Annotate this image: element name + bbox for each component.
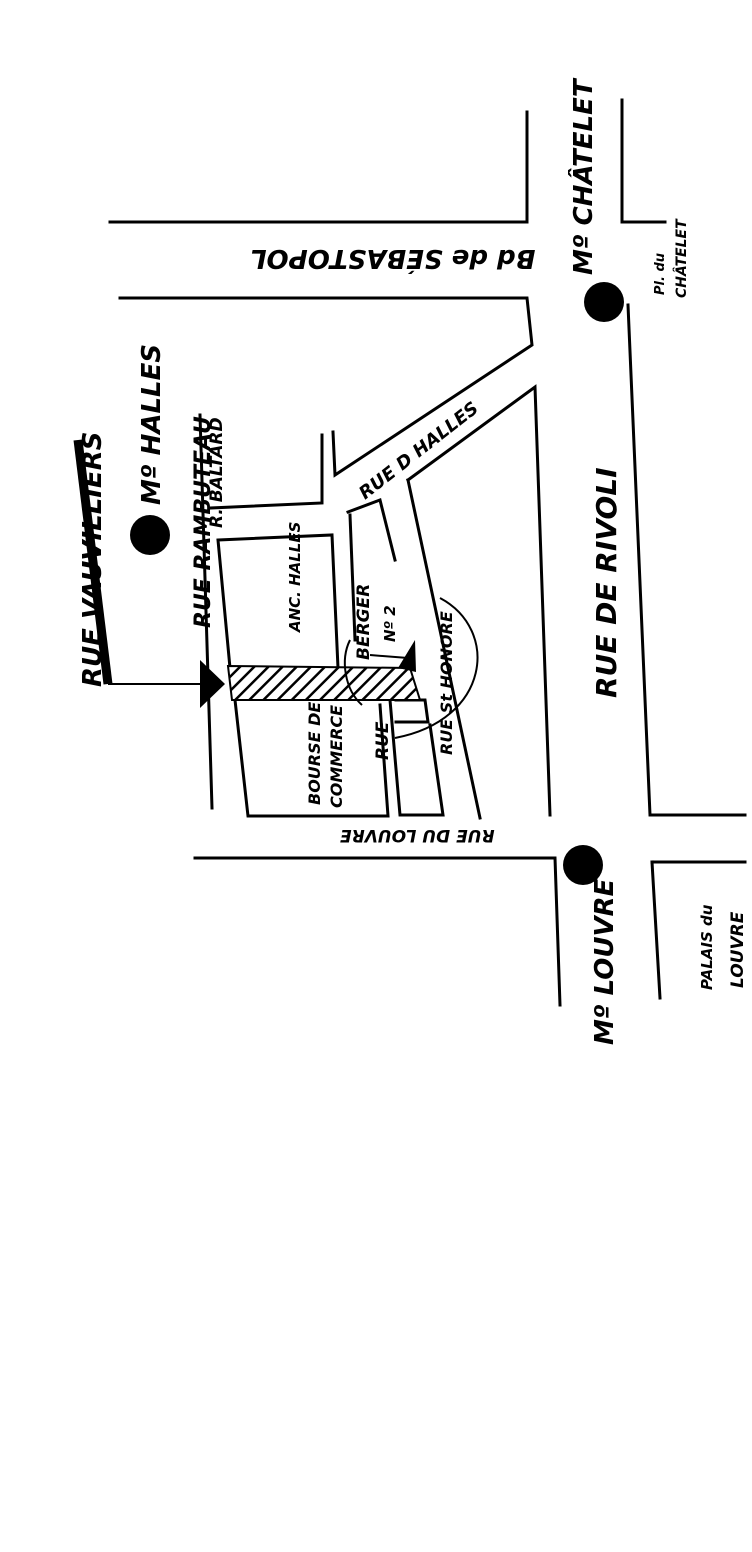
label-berger: BERGER — [354, 584, 374, 660]
label-rue-rambuteau: RUE RAMBUTEAU — [191, 416, 216, 628]
label-no2: Nº 2 — [381, 605, 399, 642]
metro-chatelet-icon — [584, 282, 624, 322]
label-rue-du-louvre: RUE DU LOUVRE — [340, 825, 495, 845]
label-palais-line1: PALAIS du — [698, 904, 716, 990]
hatched-route — [226, 664, 422, 701]
label-pl-chatelet-line2: CHÂTELET — [673, 218, 690, 298]
label-metro-louvre: Mº LOUVRE — [590, 878, 620, 1045]
label-palais-line2: LOUVRE — [728, 911, 748, 988]
vauvilliers-bar — [73, 439, 113, 685]
destination-arrow-icon — [398, 640, 416, 672]
label-rue-des-halles: RUE D HALLES — [355, 398, 483, 504]
label-rue-vauvilliers: RUE VAUVILLIERS — [78, 432, 108, 687]
label-pl-chatelet-line1: Pl. du — [653, 253, 668, 295]
label-metro-halles: Mº HALLES — [137, 344, 167, 505]
label-anc-halles: ANC. HALLES — [286, 522, 304, 633]
street-lines-louvre — [193, 856, 747, 1007]
street-lines-chatelet — [620, 98, 747, 817]
location-arc-left — [343, 639, 363, 706]
no2-pointer — [369, 654, 409, 659]
label-rue-de-rivoli: RUE DE RIVOLI — [590, 467, 623, 698]
label-rue-st-honore: RUE St HONORE — [437, 611, 456, 755]
street-lines-sebastopol — [108, 110, 534, 478]
label-bourse-line1: BOURSE DE — [305, 702, 324, 805]
street-lines-halles-rivoli — [405, 384, 552, 820]
location-arc — [394, 597, 479, 739]
label-bourse-line2: COMMERCE — [327, 705, 346, 808]
label-rue-baltard: R. BALTARD — [207, 417, 227, 528]
label-rue-berger: RUE — [373, 721, 393, 760]
metro-halles-icon — [130, 515, 170, 555]
metro-louvre-icon — [563, 845, 603, 885]
label-bd-sebastopol: Bd de SÉBASTOPOL — [250, 243, 536, 275]
label-metro-chatelet: Mº CHÂTELET — [567, 77, 599, 275]
entrance-arrow-icon — [200, 660, 225, 708]
